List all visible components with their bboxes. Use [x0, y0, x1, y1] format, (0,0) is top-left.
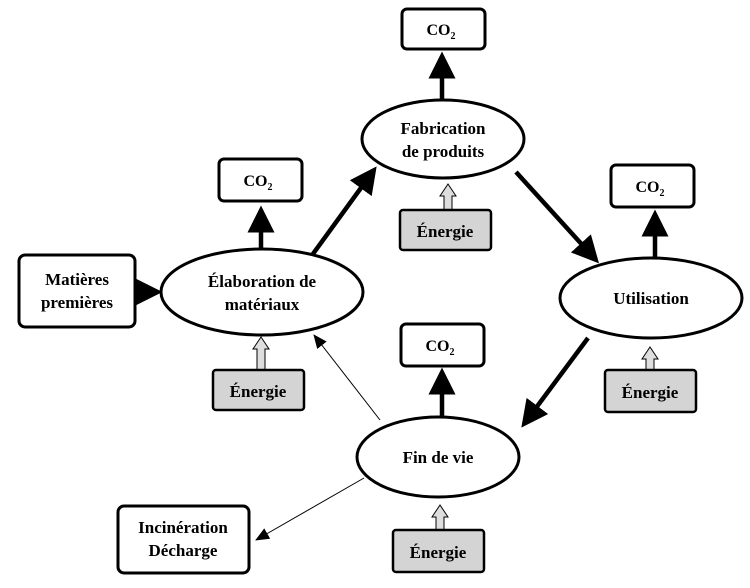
elaboration-node: Élaboration de matériaux	[159, 247, 365, 337]
svg-text:CO2: CO2	[636, 179, 665, 199]
co2-subscript: 2	[268, 182, 273, 193]
energie-label: Énergie	[230, 382, 287, 401]
co2-label: CO	[636, 179, 660, 196]
co2-subscript: 2	[450, 347, 455, 358]
co2-label: CO	[244, 173, 268, 190]
arrow-findevie-to-disposal	[255, 477, 365, 541]
energie-box-fabrication: Énergie	[398, 208, 493, 252]
energy-arrow-utilisation	[641, 346, 659, 371]
fin-de-vie-label: Fin de vie	[403, 448, 474, 467]
energie-box-findevie: Énergie	[391, 528, 486, 574]
fabrication-line1: Fabrication	[401, 119, 487, 138]
elaboration-line1: Élaboration de	[208, 272, 317, 291]
raw-materials-line2: premières	[41, 293, 113, 312]
disposal-box: Incinération Décharge	[116, 504, 251, 575]
co2-box-findevie: CO2	[399, 322, 486, 368]
energie-label: Énergie	[622, 383, 679, 402]
fabrication-line2: de produits	[402, 142, 485, 161]
svg-text:CO2: CO2	[426, 338, 455, 358]
energy-arrow-elaboration	[252, 336, 270, 371]
energie-box-elaboration: Énergie	[211, 368, 306, 412]
co2-subscript: 2	[451, 31, 456, 42]
energie-box-utilisation: Énergie	[603, 368, 698, 414]
disposal-line2: Décharge	[149, 541, 218, 560]
energy-arrow-fabrication	[439, 183, 457, 211]
co2-box-fabrication: CO2	[400, 7, 487, 51]
fin-de-vie-node: Fin de vie	[355, 415, 521, 499]
co2-box-utilisation: CO2	[609, 163, 696, 209]
raw-materials-box: Matières premières	[17, 253, 137, 329]
arrow-utilisation-to-findevie	[521, 336, 590, 428]
svg-text:CO2: CO2	[427, 22, 456, 42]
fabrication-node: Fabrication de produits	[360, 98, 526, 180]
co2-label: CO	[426, 338, 450, 355]
arrow-findevie-to-elaboration	[313, 334, 381, 421]
raw-materials-line1: Matières	[45, 270, 109, 289]
arrow-fabrication-to-utilisation	[514, 170, 600, 264]
energie-label: Énergie	[410, 543, 467, 562]
arrow-elaboration-to-fabrication	[308, 166, 377, 260]
co2-subscript: 2	[660, 188, 665, 199]
co2-box-elaboration: CO2	[217, 157, 304, 203]
utilisation-label: Utilisation	[613, 289, 689, 308]
svg-text:CO2: CO2	[244, 173, 273, 193]
disposal-line1: Incinération	[138, 518, 228, 537]
co2-label: CO	[427, 22, 451, 39]
energie-label: Énergie	[417, 222, 474, 241]
elaboration-line2: matériaux	[225, 295, 300, 314]
utilisation-node: Utilisation	[558, 256, 744, 340]
energy-arrow-findevie	[431, 504, 449, 531]
